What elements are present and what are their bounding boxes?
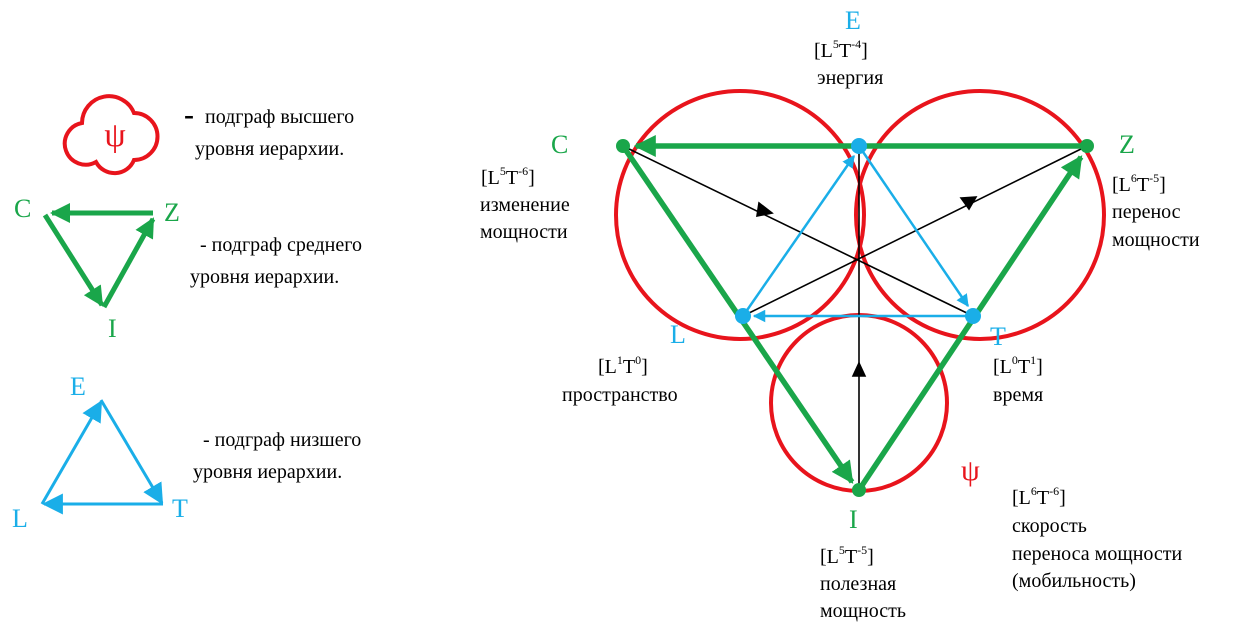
psi-circle-right bbox=[854, 89, 1106, 341]
legend-high-line2: уровня иерархии. bbox=[195, 138, 344, 160]
blue-triangle bbox=[741, 145, 973, 323]
legend-low-line2: уровня иерархии. bbox=[193, 461, 342, 483]
legend-label-t: T bbox=[172, 494, 188, 523]
legend-high-dash: - bbox=[184, 98, 194, 131]
legend-high-trefoil-icon: ψ bbox=[62, 94, 160, 176]
name-i-1: полезная bbox=[820, 573, 896, 595]
vertex-label-e: E bbox=[845, 6, 861, 35]
legend-low-line1: - подграф низшего bbox=[203, 429, 361, 451]
name-l: пространство bbox=[562, 384, 678, 406]
psi-label: ψ bbox=[961, 454, 980, 487]
legend-mid-line1: - подграф среднего bbox=[200, 234, 362, 256]
name-i-2: мощность bbox=[820, 600, 906, 622]
name-c-2: мощности bbox=[480, 221, 568, 243]
psi-note-line3: (мобильность) bbox=[1012, 570, 1136, 592]
dim-e: [L5T-4] bbox=[814, 37, 868, 62]
green-triangle bbox=[620, 135, 1087, 492]
vertex-dot-c bbox=[616, 139, 630, 153]
vertex-dot-l bbox=[735, 308, 751, 324]
vertex-dot-e bbox=[851, 138, 867, 154]
legend-mid-line2: уровня иерархии. bbox=[190, 266, 339, 288]
name-z-1: перенос bbox=[1112, 201, 1181, 223]
legend-label-z: Z bbox=[164, 198, 180, 227]
dim-l: [L1T0] bbox=[598, 353, 648, 378]
legend-label-l: L bbox=[12, 504, 28, 533]
vertex-dot-i bbox=[852, 483, 866, 497]
name-z-2: мощности bbox=[1112, 229, 1200, 251]
vertex-dot-t bbox=[965, 308, 981, 324]
dim-t: [L0T1] bbox=[993, 353, 1043, 378]
vertex-label-i: I bbox=[849, 505, 858, 534]
legend-label-c: C bbox=[14, 194, 31, 223]
dim-c: [L5T-6] bbox=[481, 164, 535, 189]
name-e: энергия bbox=[817, 67, 883, 89]
vertex-label-l: L bbox=[670, 320, 686, 349]
legend-mid-triangle bbox=[42, 203, 156, 309]
dim-i: [L5T-5] bbox=[820, 543, 874, 568]
legend-high-line1: подграф высшего bbox=[205, 106, 354, 128]
dim-z: [L6T-5] bbox=[1112, 171, 1166, 196]
legend-label-i: I bbox=[108, 314, 117, 343]
legend-label-e: E bbox=[70, 372, 86, 401]
legend-low-triangle bbox=[40, 399, 164, 515]
vertex-label-z: Z bbox=[1119, 130, 1135, 159]
name-c-1: изменение bbox=[480, 194, 570, 216]
psi-note-line1: скорость bbox=[1012, 515, 1087, 537]
dim-psi: [L6T-6] bbox=[1012, 484, 1066, 509]
black-edges bbox=[622, 145, 1088, 490]
vertex-dot-z bbox=[1080, 139, 1094, 153]
psi-circle-left bbox=[614, 89, 866, 341]
name-t: время bbox=[993, 384, 1043, 406]
vertex-label-t: T bbox=[990, 322, 1006, 351]
psi-note-line2: переноса мощности bbox=[1012, 543, 1183, 565]
legend-psi-symbol: ψ bbox=[104, 117, 125, 154]
vertex-label-c: C bbox=[551, 130, 568, 159]
